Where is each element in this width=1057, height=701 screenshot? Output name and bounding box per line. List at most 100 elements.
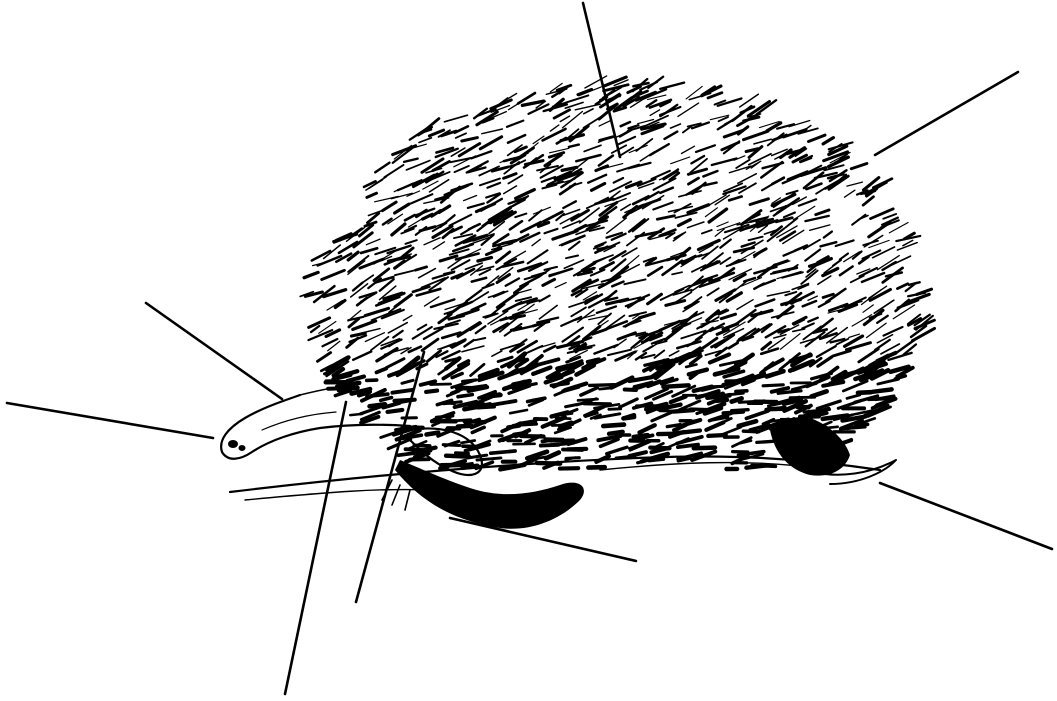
spine [823,138,833,144]
spine [533,207,550,214]
spine [749,237,763,241]
spine [731,282,746,294]
spine [578,399,597,400]
spine [404,159,418,162]
spine [878,379,899,384]
spine [863,305,873,312]
spine [392,390,412,393]
spine [403,315,412,320]
spine [594,345,617,354]
spine [729,343,738,348]
spine [364,275,374,282]
spine [660,107,680,115]
spine [365,333,384,342]
spine [366,239,380,245]
spine [671,157,690,164]
spine [725,119,736,125]
spine [537,463,560,464]
spine [446,456,469,457]
spine [571,315,595,322]
spine [498,357,512,361]
spine [802,323,814,328]
spine [708,386,724,387]
spine [703,171,717,176]
spine [746,465,767,467]
spine [729,166,751,173]
spine [660,83,684,89]
spine [844,252,860,262]
spine [444,115,467,122]
spine [395,204,409,213]
spine [553,231,577,239]
spine [603,425,624,427]
spine [466,290,481,301]
spine [457,388,477,389]
spine [395,271,414,276]
spine [858,392,871,393]
spine [650,144,669,155]
spine [801,271,817,284]
spine [666,301,685,306]
spine [639,425,654,432]
spine [415,267,426,270]
spine [475,338,485,340]
leader-forehead [146,303,282,399]
spine [508,135,525,143]
spine [739,421,757,426]
leader-eye [285,402,346,694]
leader-top-back [583,3,620,157]
spine [816,188,825,194]
spine [840,254,848,260]
spine [653,202,672,209]
spine [430,180,449,192]
leader-hind-claw [880,483,1052,549]
spine [482,129,503,134]
spine [804,240,820,250]
spine [663,360,673,362]
spine [675,213,696,218]
spine [532,239,540,245]
spine [648,267,662,276]
spine [675,431,700,434]
spine [383,202,397,211]
spine [780,232,795,241]
spine [767,261,790,268]
spine [504,174,516,179]
spine [540,296,550,302]
spine [617,165,639,172]
spine [759,280,775,286]
spine [440,256,457,261]
spine [808,296,817,300]
spine [357,298,367,305]
spine [596,456,609,462]
spine [689,178,699,184]
spine [851,164,867,169]
spine [539,305,557,319]
spine [584,145,601,151]
spine [688,222,704,228]
spine [491,100,511,109]
spine [694,448,715,449]
spine [463,380,476,382]
spine [555,283,566,288]
spine [761,363,773,373]
spine [544,346,555,351]
spine [381,398,392,401]
spine [621,204,631,210]
spine [555,386,577,395]
spine [377,349,397,361]
spine [361,248,377,253]
spine [609,409,621,410]
spine [458,426,472,427]
spine [472,278,486,282]
spine [720,240,731,248]
spine [660,188,673,193]
spine [812,391,827,396]
spine [456,453,469,454]
spine [655,351,665,358]
spine [618,137,635,145]
spine [840,267,853,276]
spine [491,401,516,405]
spine [449,316,464,320]
